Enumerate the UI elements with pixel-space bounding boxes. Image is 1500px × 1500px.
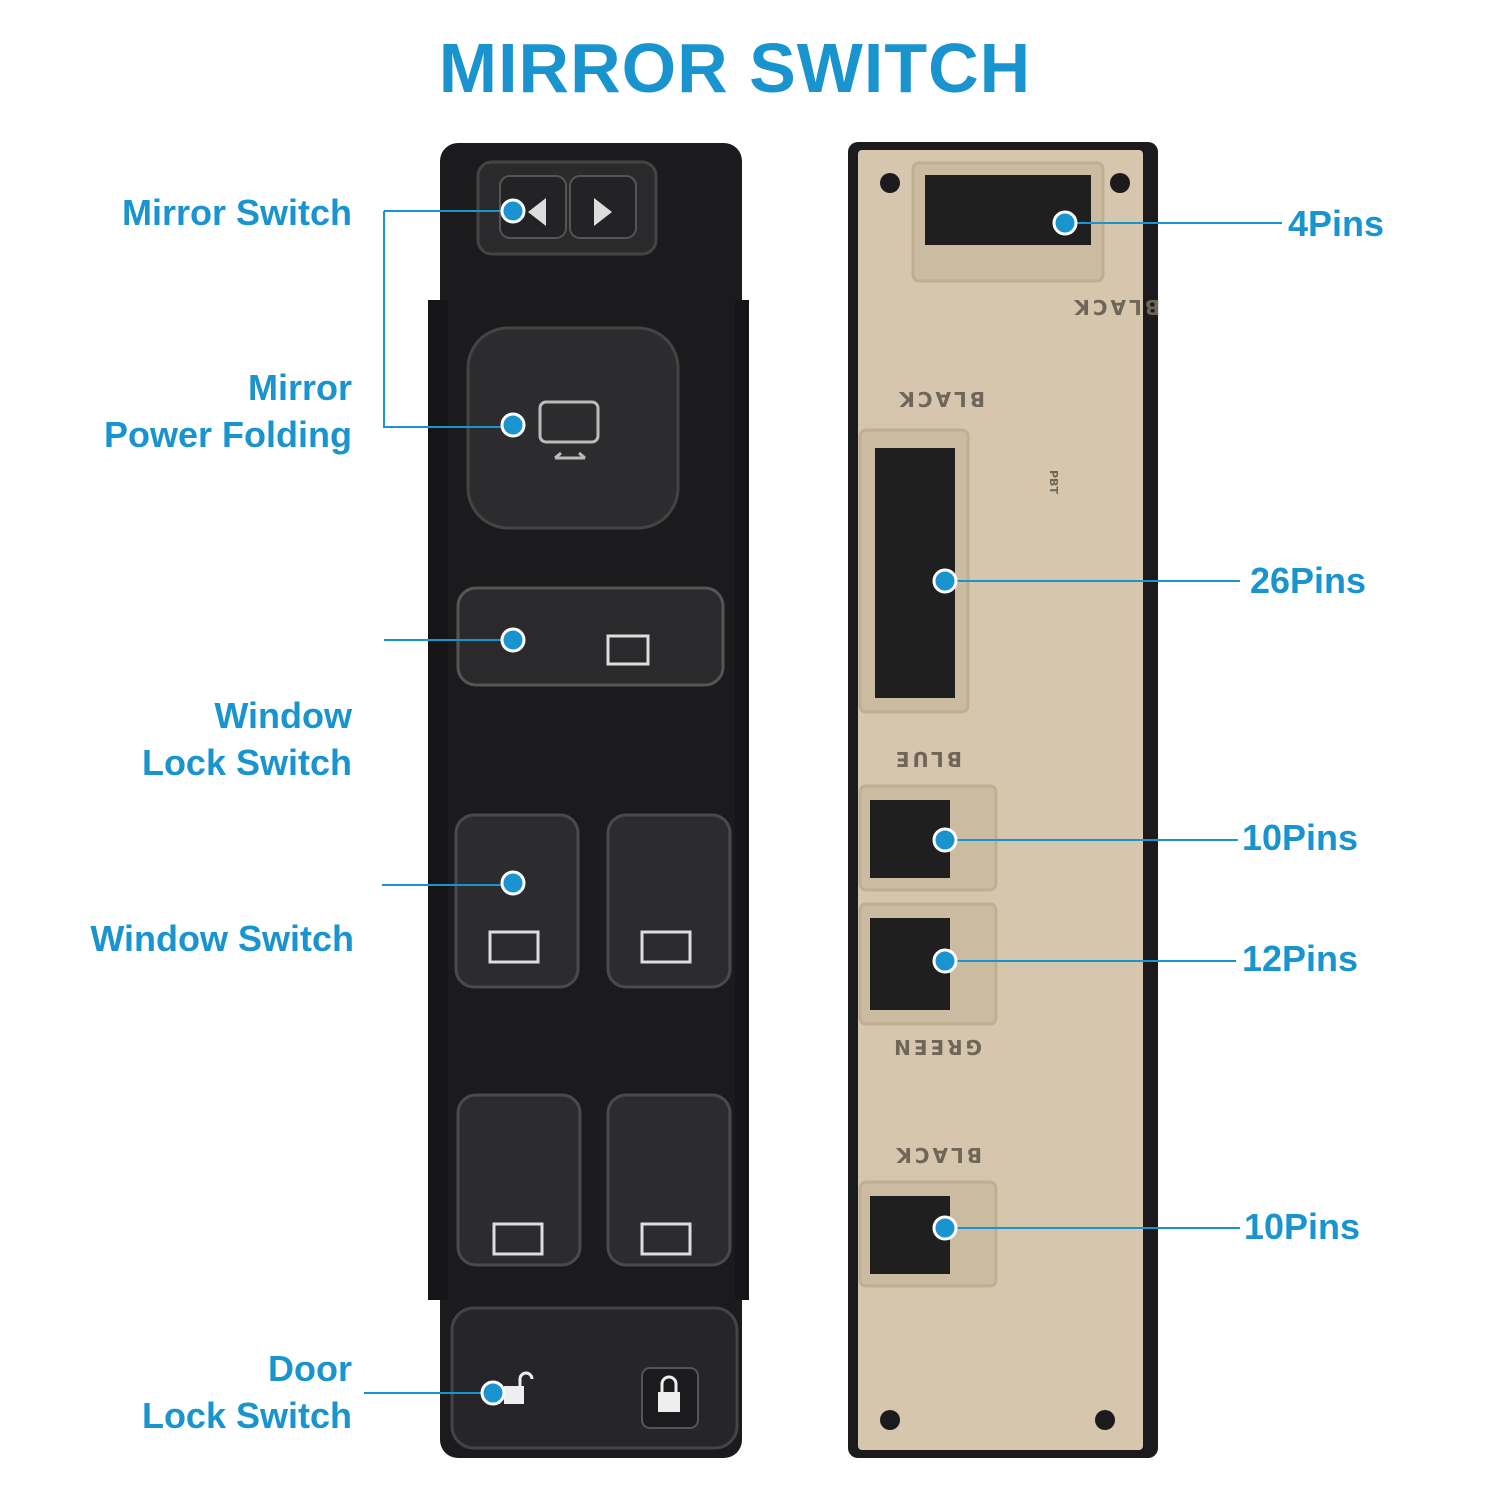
svg-text:BLACK: BLACK xyxy=(896,387,985,411)
label-door-lock-line2: Lock Switch xyxy=(141,1395,352,1436)
leader-lines xyxy=(364,210,1282,1394)
window-icons xyxy=(488,930,692,1256)
label-mirror-folding-line2: Power Folding xyxy=(104,414,352,455)
label-mirror-switch: Mirror Switch xyxy=(121,192,352,233)
page-title: MIRROR SWITCH xyxy=(438,29,1032,107)
label-4pins: 4Pins xyxy=(1288,203,1385,244)
label-26pins: 26Pins xyxy=(1250,560,1367,601)
svg-text:GREEN: GREEN xyxy=(891,1035,982,1059)
unlock-icon xyxy=(504,1386,524,1404)
arrow-right-icon xyxy=(594,198,612,226)
switch-front-panel xyxy=(428,143,749,1458)
label-door-lock-line1: Door xyxy=(268,1348,352,1389)
label-mirror-folding-line1: Mirror xyxy=(247,367,352,408)
label-10pins-b: 10Pins xyxy=(1244,1206,1361,1247)
mirror-fold-icon xyxy=(538,400,600,460)
callout-dots xyxy=(480,198,1078,1406)
label-12pins: 12Pins xyxy=(1242,938,1359,979)
svg-text:BLUE: BLUE xyxy=(893,747,962,771)
label-window-switch: Window Switch xyxy=(90,918,354,959)
svg-text:PBT: PBT xyxy=(1047,470,1060,494)
svg-text:BLACK: BLACK xyxy=(893,1143,982,1167)
label-window-lock-line1: Window xyxy=(214,695,352,736)
switch-back-panel: BLACK BLACK BLUE GREEN BLACK PBT xyxy=(848,142,1160,1458)
label-10pins-a: 10Pins xyxy=(1242,817,1359,858)
window-lock-icon xyxy=(606,634,650,666)
label-window-lock-line2: Lock Switch xyxy=(141,742,352,783)
svg-text:BLACK: BLACK xyxy=(1071,295,1160,319)
lock-icon xyxy=(658,1392,680,1412)
arrow-left-icon xyxy=(528,198,546,226)
